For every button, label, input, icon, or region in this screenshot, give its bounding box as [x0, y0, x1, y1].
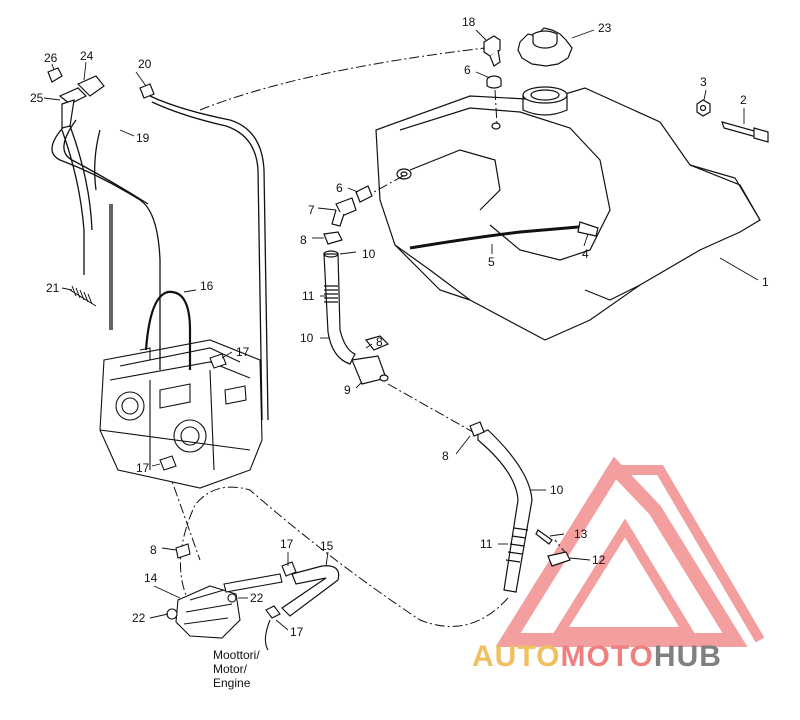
callout-5: 5: [488, 255, 495, 269]
leader-lines: [43, 29, 759, 631]
carburetor-assembly: [99, 290, 263, 489]
callout-17-a: 17: [236, 345, 250, 359]
fuel-filter: [351, 335, 390, 385]
callout-10-b: 10: [300, 331, 314, 345]
vent-valve: [483, 35, 502, 89]
fuel-hose-upper: [323, 250, 356, 365]
callout-17-c: 17: [280, 537, 294, 551]
fuel-tank: [375, 86, 761, 341]
callout-21: 21: [46, 281, 60, 295]
engine-label-line-3: Engine: [213, 676, 251, 690]
callout-9: 9: [344, 383, 351, 397]
callout-2: 2: [740, 93, 747, 107]
watermark-moto: MOTO: [560, 640, 654, 673]
callout-18: 18: [462, 15, 476, 29]
callout-6-upper: 6: [464, 63, 471, 77]
callout-17-d: 17: [290, 625, 304, 639]
callout-14: 14: [144, 571, 158, 585]
callout-1: 1: [762, 275, 769, 289]
callout-6-lower: 6: [336, 181, 343, 195]
callout-11-a: 11: [302, 289, 315, 303]
callout-3: 3: [700, 75, 707, 89]
tank-fittings: [323, 185, 373, 245]
callout-22-b: 22: [132, 611, 146, 625]
callout-24: 24: [80, 49, 94, 63]
callout-25: 25: [30, 91, 44, 105]
throttle-lever: [47, 67, 155, 129]
callout-22-a: 22: [250, 591, 264, 605]
callout-12: 12: [592, 553, 606, 567]
callout-20: 20: [138, 57, 152, 71]
callout-26: 26: [44, 51, 58, 65]
engine-label: Moottori/ Motor/ Engine: [213, 648, 260, 690]
callout-labels: 1 2 3 4 5 6 6 7 8 8 8 8 9 10 10 10 11 11…: [30, 15, 769, 639]
engine-label-line-1: Moottori/: [213, 648, 260, 662]
callout-17-b: 17: [136, 461, 150, 475]
callout-7: 7: [308, 203, 315, 217]
bolt-and-nut: [696, 99, 769, 143]
clip-and-tie: [535, 529, 571, 567]
engine-label-line-2: Motor/: [213, 662, 248, 676]
callout-8-b: 8: [376, 335, 383, 349]
callout-11-b: 11: [480, 537, 493, 551]
callout-8-d: 8: [150, 543, 157, 557]
fuel-cap: [517, 27, 573, 67]
callout-8-c: 8: [442, 449, 449, 463]
callout-8-a: 8: [300, 233, 307, 247]
spring: [69, 285, 97, 307]
callout-4: 4: [582, 247, 589, 261]
watermark-text: AUTOMOTOHUB: [472, 640, 722, 674]
callout-10-c: 10: [550, 483, 564, 497]
callout-23: 23: [598, 21, 612, 35]
callout-16: 16: [200, 279, 214, 293]
callout-19: 19: [136, 131, 150, 145]
hose-15: [281, 565, 340, 617]
callout-10-a: 10: [362, 247, 376, 261]
watermark-hub: HUB: [653, 640, 722, 673]
fuel-pump: [159, 353, 297, 651]
fuel-hose-lower: [469, 421, 533, 593]
callout-15: 15: [320, 539, 334, 553]
watermark-logo: [495, 456, 765, 647]
cables: [51, 95, 269, 421]
callout-13: 13: [574, 527, 588, 541]
watermark-auto: AUTO: [472, 640, 561, 673]
